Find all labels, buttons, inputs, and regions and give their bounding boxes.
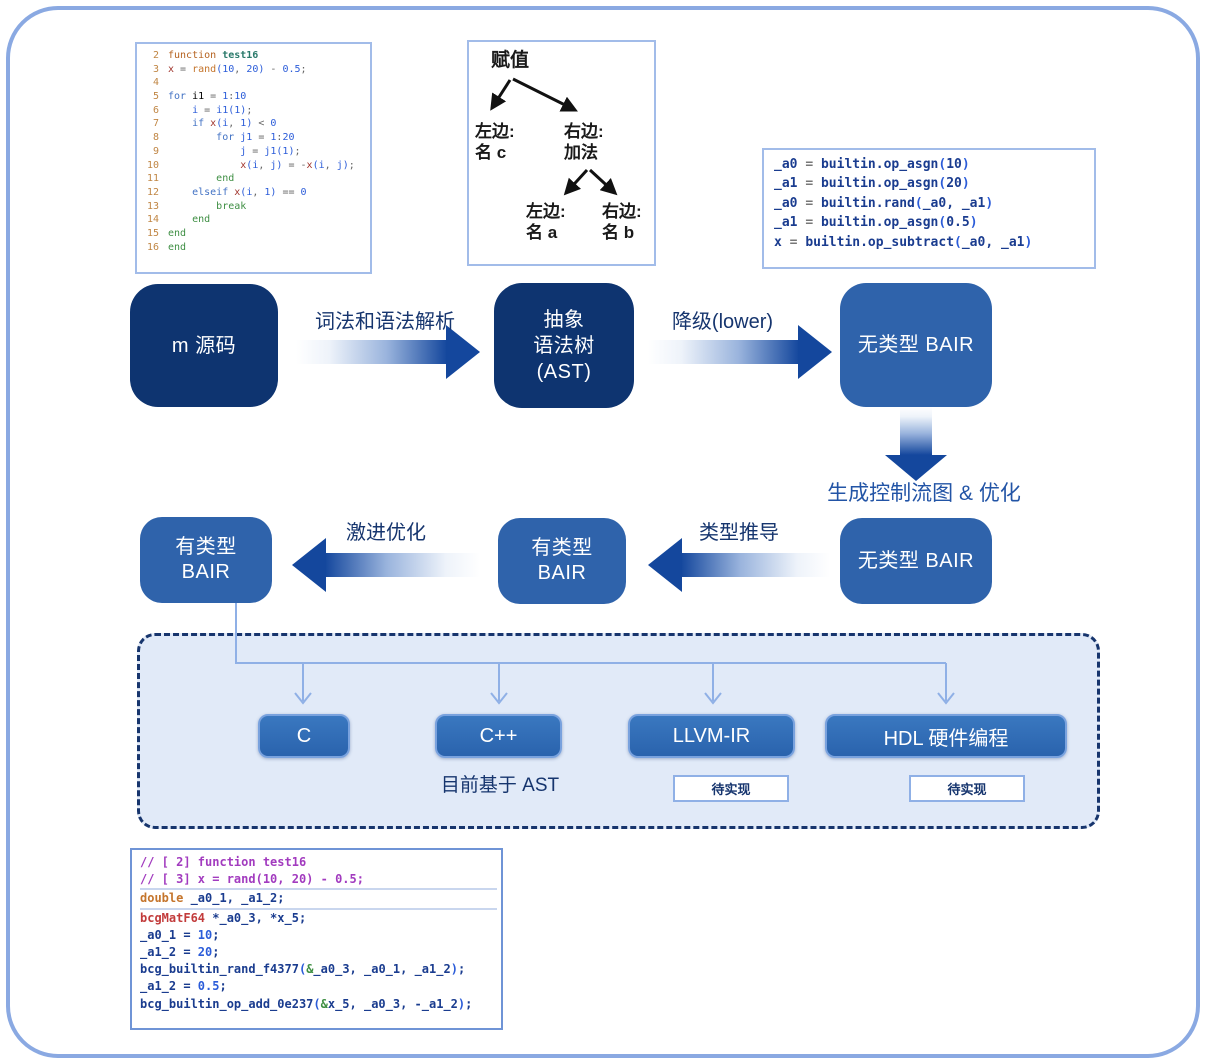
arrow-head-right-icon — [446, 325, 480, 379]
arrow-head-left-icon — [648, 538, 682, 592]
label-lower: 降级(lower) — [671, 311, 774, 333]
ast-node-right-name-b: 右边: 名 b — [602, 202, 642, 242]
arrow-lower-right — [648, 325, 832, 379]
arrow-shaft — [681, 553, 830, 577]
cpp-note: 目前基于 AST — [440, 775, 560, 796]
arrow-aggressive-opt-left — [292, 538, 480, 592]
ast-node-left-name-a: 左边: 名 a — [526, 202, 566, 242]
target-node-llvm-ir: LLVM-IR — [628, 714, 795, 758]
arrow-cfg-down — [885, 407, 947, 481]
node-typed-bair-mid: 有类型 BAIR — [498, 518, 626, 604]
ast-node-left-name-c: 左边: 名 c — [475, 122, 515, 162]
arrow-head-down-icon — [885, 455, 947, 481]
todo-badge-hdl: 待实现 — [909, 775, 1025, 802]
arrow-shaft — [296, 340, 447, 364]
label-lex-parse: 词法和语法解析 — [315, 311, 455, 333]
arrow-shaft — [648, 340, 799, 364]
label-aggressive-opt: 激进优化 — [346, 522, 426, 544]
arrow-head-right-icon — [798, 325, 832, 379]
arrow-shaft — [900, 407, 932, 455]
ast-node-right-add: 右边: 加法 — [564, 122, 604, 162]
node-typed-bair-left: 有类型 BAIR — [140, 517, 272, 603]
target-node-cpp: C++ — [435, 714, 562, 758]
node-m-source: m 源码 — [130, 284, 278, 407]
arrow-head-left-icon — [292, 538, 326, 592]
node-ast: 抽象 语法树 (AST) — [494, 283, 634, 408]
todo-badge-llvm: 待实现 — [673, 775, 789, 802]
node-untyped-bair-row2: 无类型 BAIR — [840, 518, 992, 604]
node-untyped-bair-row1: 无类型 BAIR — [840, 283, 992, 407]
arrow-shaft — [325, 553, 480, 577]
ast-tree-panel: 赋值 左边: 名 c 右边: 加法 左边: 名 a 右边: 名 b — [467, 40, 656, 266]
bair-ir-panel: _a0 = builtin.op_asgn(10)_a1 = builtin.o… — [762, 148, 1096, 269]
target-node-c: C — [258, 714, 350, 758]
generated-c-code-panel: // [ 2] function test16// [ 3] x = rand(… — [130, 848, 503, 1030]
arrow-type-infer-left — [648, 538, 830, 592]
label-cfg-optimize: 生成控制流图 & 优化 — [827, 482, 1021, 505]
ast-node-root: 赋值 — [491, 50, 530, 71]
arrow-lex-parse-right — [296, 325, 480, 379]
label-type-infer: 类型推导 — [699, 522, 779, 544]
target-node-hdl: HDL 硬件编程 — [825, 714, 1067, 758]
